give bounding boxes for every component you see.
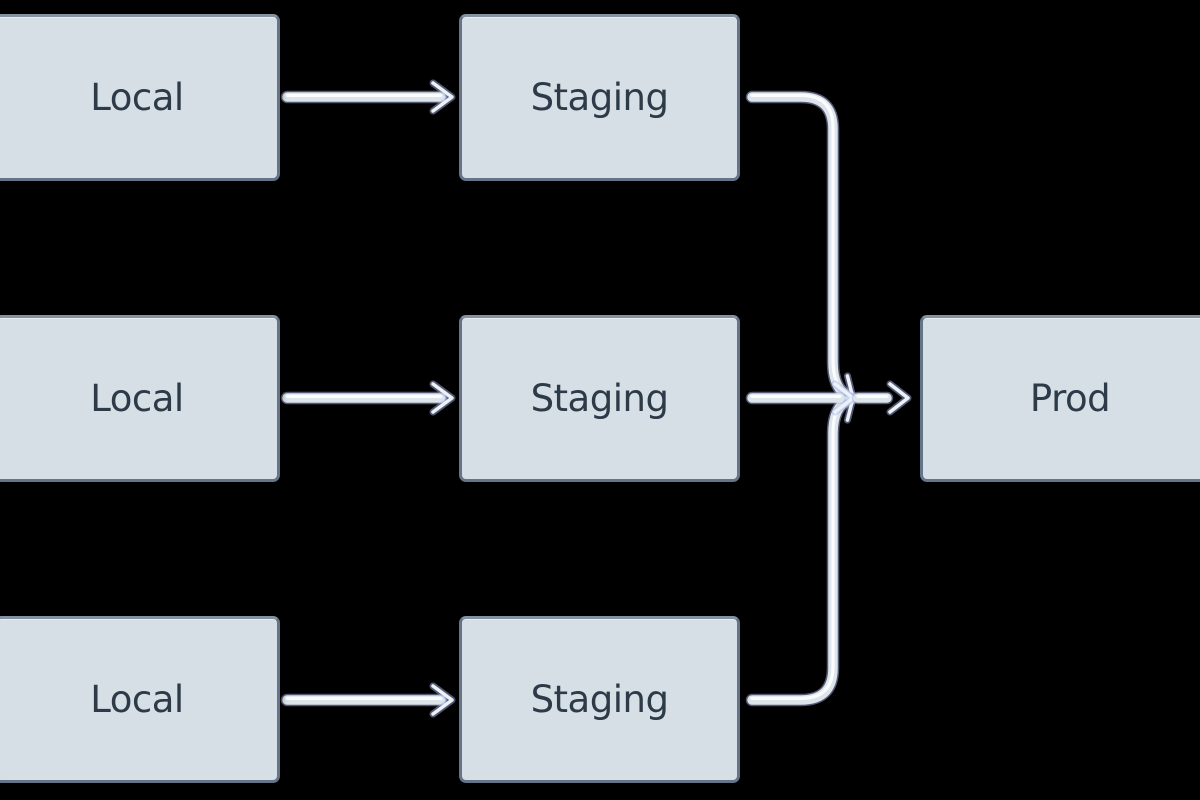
arrowhead xyxy=(429,79,456,115)
node-local-bottom: Local xyxy=(0,616,280,783)
arrowhead xyxy=(429,380,456,416)
node-local-top: Local xyxy=(0,14,280,181)
edge-local-middle-to-staging-middle xyxy=(287,380,456,416)
node-label: Staging xyxy=(530,678,669,721)
node-label: Local xyxy=(90,678,184,721)
arrowhead xyxy=(429,682,456,718)
arrowhead xyxy=(831,380,857,416)
node-local-middle: Local xyxy=(0,315,280,482)
edge-staging-middle-to-junction xyxy=(752,380,857,416)
edge-junction-to-prod xyxy=(858,380,912,416)
node-staging-middle: Staging xyxy=(459,315,740,482)
node-label: Staging xyxy=(530,76,669,119)
arrowhead xyxy=(826,372,857,402)
edge-local-bottom-to-staging-bottom xyxy=(287,682,456,718)
arrowhead xyxy=(886,380,912,416)
node-staging-top: Staging xyxy=(459,14,740,181)
node-label: Local xyxy=(90,76,184,119)
edge-staging-bottom-to-junction xyxy=(752,387,862,700)
edge-local-top-to-staging-top xyxy=(287,79,456,115)
node-prod: Prod xyxy=(920,315,1200,482)
arrowhead xyxy=(826,394,857,424)
edge-staging-top-to-junction xyxy=(752,95,862,409)
node-label: Local xyxy=(90,377,184,420)
node-label: Prod xyxy=(1029,377,1111,420)
node-label: Staging xyxy=(530,377,669,420)
node-staging-bottom: Staging xyxy=(459,616,740,783)
